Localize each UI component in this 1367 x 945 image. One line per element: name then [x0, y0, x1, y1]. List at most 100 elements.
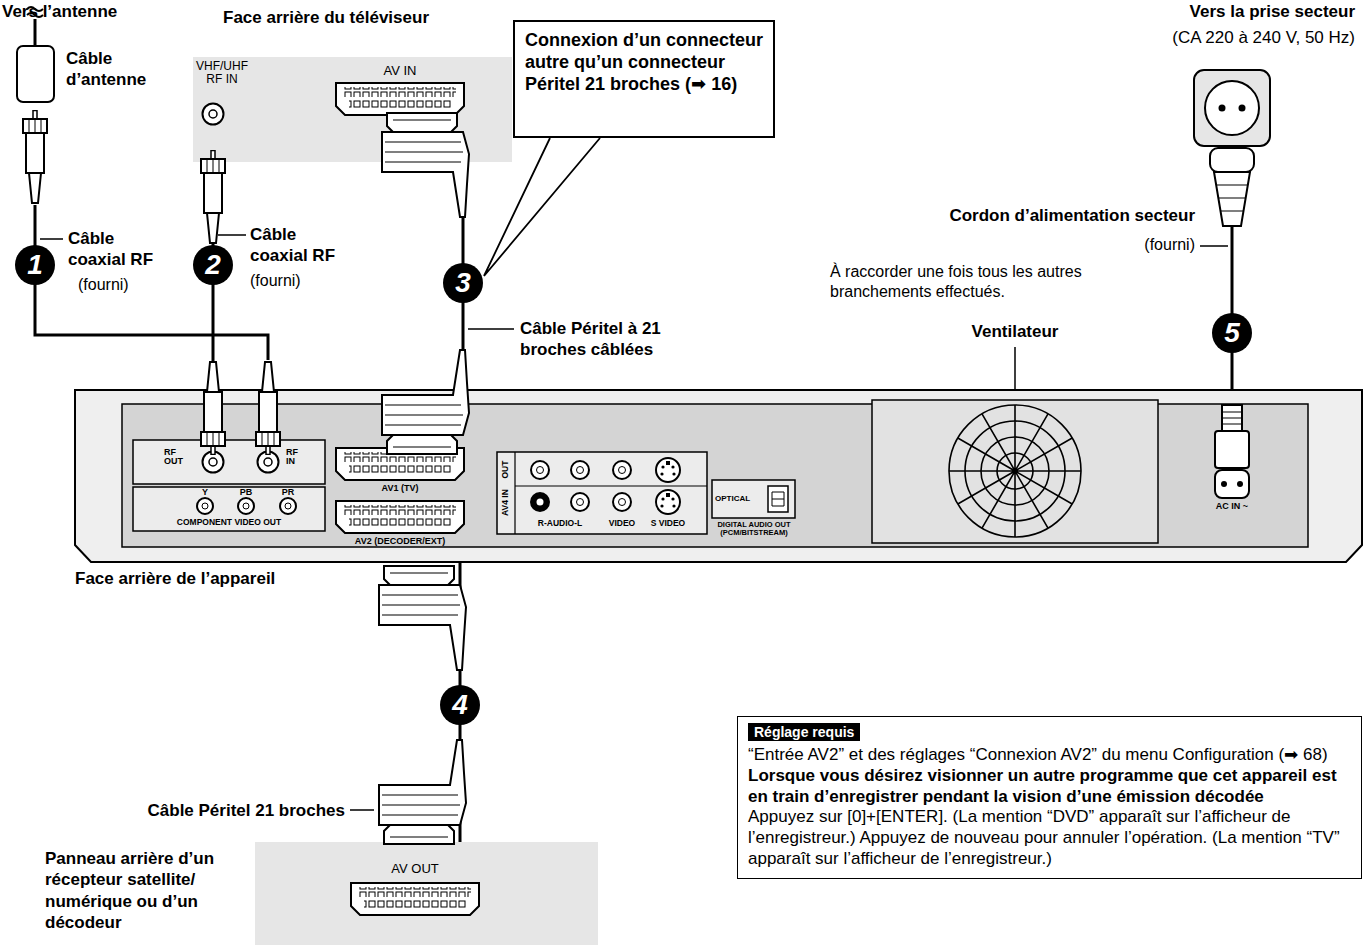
recorder-panel-drawing	[280, 498, 296, 514]
part-name: Câble d’antenne	[66, 48, 166, 91]
coaxial-plug	[256, 362, 280, 455]
recorder-panel-drawing	[671, 465, 674, 468]
port-label: AC IN ~	[1207, 501, 1257, 511]
recorder-panel-drawing	[531, 458, 680, 514]
recorder-panel-drawing	[571, 461, 589, 479]
receiver-panel-drawing	[255, 842, 598, 945]
recorder-panel-drawing	[285, 503, 291, 509]
recorder-panel-drawing	[537, 467, 626, 506]
callout-circle	[193, 245, 233, 285]
tv-panel-drawing	[203, 104, 224, 125]
part-name: Ventilateur	[945, 322, 1085, 342]
wall-socket	[1194, 70, 1270, 146]
recorder-panel-drawing	[672, 504, 675, 507]
callout-number: 4	[440, 685, 480, 725]
scart-plug	[379, 566, 466, 670]
recorder-panel-drawing	[336, 501, 464, 533]
panel-heading: Face arrière de l’appareil	[75, 569, 375, 589]
coaxial-plug	[23, 111, 47, 204]
recorder-panel-drawing	[660, 461, 675, 508]
recorder-panel-drawing	[949, 405, 1081, 537]
mains-plug	[1222, 412, 1242, 424]
port-label: RF OUT	[164, 448, 186, 467]
callout-label: Vers l’antenne	[2, 2, 172, 22]
antenna-outlet	[17, 46, 54, 102]
recorder-panel-drawing	[671, 497, 674, 500]
note-text: Appuyez sur [0]+[ENTER]. (La mention “DV…	[748, 807, 1351, 869]
port-label: DIGITAL AUDIO OUT (PCM/BITSTREAM)	[702, 521, 806, 538]
part-name: Câble coaxial RF	[250, 224, 350, 267]
mains-plug	[1210, 148, 1254, 172]
part-note: (fourni)	[1095, 236, 1195, 254]
recorder-panel-drawing	[619, 467, 626, 474]
note-box: Réglage requis“Entrée AV2” et des réglag…	[737, 716, 1362, 879]
coaxial-plug	[201, 362, 225, 455]
callout-label: Vers la prise secteur	[1105, 2, 1355, 22]
callout-circle	[15, 245, 55, 285]
recorder-panel-drawing	[949, 405, 1081, 537]
recorder-panel-drawing	[497, 452, 707, 534]
coaxial-plug	[201, 151, 225, 244]
callout-number: 5	[1212, 313, 1252, 353]
recorder-panel-drawing	[515, 452, 707, 534]
mains-plug	[1222, 405, 1242, 431]
tv-panel-drawing	[336, 83, 464, 115]
recorder-panel-drawing	[660, 472, 663, 475]
port-label: S VIDEO	[640, 519, 696, 529]
port-label: VIDEO	[600, 519, 644, 529]
tv-rear-panel: Face arrière du téléviseurVHF/UHF RF INA…	[193, 57, 512, 162]
recorder-panel-drawing	[197, 498, 296, 514]
recorder-panel-drawing	[712, 480, 795, 518]
callout-number: 2	[193, 245, 233, 285]
port-label: AV1 (TV)	[335, 483, 465, 493]
recorder-panel-drawing	[656, 458, 680, 482]
callout-text: Connexion d’un connecteur autre qu’un co…	[525, 30, 763, 96]
port-label: Y	[195, 487, 215, 497]
wall-socket	[1194, 70, 1270, 146]
recorder-panel-drawing	[1221, 481, 1227, 487]
part-note: (fourni)	[250, 272, 330, 290]
callout-circle	[15, 245, 1252, 725]
mains-plug	[1210, 148, 1254, 468]
note-text: Lorsque vous désirez visionner un autre …	[748, 766, 1351, 807]
callout-number: 3	[443, 263, 483, 303]
recorder-panel-drawing	[872, 400, 1158, 543]
recorder-rear-panel: Face arrière de l’appareilRF OUTRF INYPB…	[75, 390, 1362, 562]
scart-plug	[382, 350, 469, 454]
recorder-panel-drawing	[661, 465, 664, 468]
panel-heading: Panneau arrière d’un récepteur satellite…	[45, 848, 250, 933]
recorder-panel-drawing	[949, 405, 1081, 537]
receiver-panel-drawing	[255, 842, 598, 945]
callout-circle	[440, 685, 480, 725]
mains-plug	[1217, 185, 1247, 211]
wall-socket	[1205, 81, 1259, 135]
part-note: (fourni)	[78, 276, 158, 294]
port-label: AV OUT	[375, 862, 455, 877]
callout-number: 1	[15, 245, 55, 285]
scart-plug	[379, 113, 469, 844]
callout-box: Connexion d’un connecteur autre qu’un co…	[513, 20, 775, 138]
recorder-panel-drawing	[243, 503, 249, 509]
recorder-panel-drawing	[577, 499, 584, 506]
mains-plug	[1214, 172, 1250, 226]
wall-socket	[1239, 105, 1246, 112]
recorder-panel-drawing	[619, 499, 626, 506]
recorder-panel-drawing	[768, 486, 788, 512]
recorder-panel-drawing	[133, 440, 325, 484]
note-heading: Réglage requis	[748, 723, 860, 741]
callout-circle	[443, 263, 483, 303]
recorder-panel-drawing	[238, 498, 254, 514]
recorder-panel-drawing	[661, 497, 664, 500]
port-label: RF IN	[286, 448, 308, 467]
recorder-panel-drawing	[613, 493, 631, 511]
callout-circle	[1212, 313, 1252, 353]
port-group-label: COMPONENT VIDEO OUT	[133, 518, 325, 528]
port-label: PB	[236, 487, 256, 497]
port-group-label: OUT	[500, 453, 511, 487]
recorder-panel-drawing	[1237, 481, 1243, 487]
